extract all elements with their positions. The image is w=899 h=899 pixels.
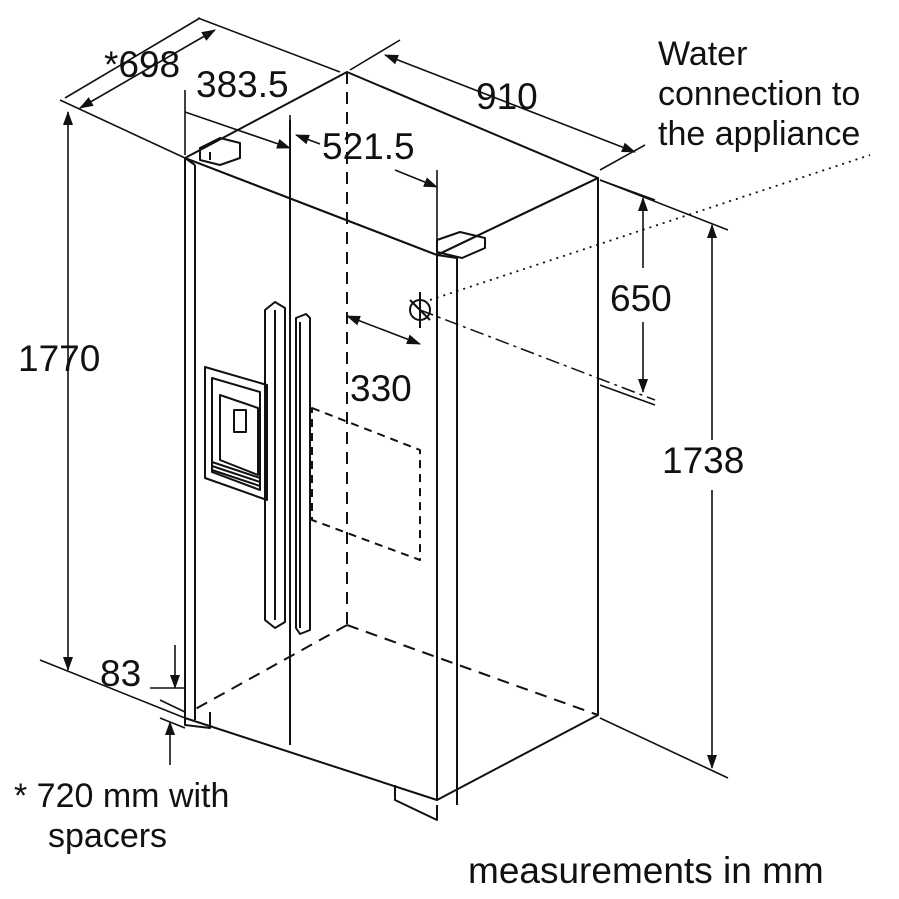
- dim-1770-label: 1770: [18, 338, 101, 379]
- dim-521-label: 521.5: [322, 126, 415, 167]
- dim-650-label: 650: [610, 278, 672, 319]
- dim-1738-label: 1738: [662, 440, 745, 481]
- water-connection-line-2: connection to: [658, 75, 861, 113]
- spacer-note-line-1: * 720 mm with: [14, 777, 230, 815]
- dim-1770-lines: [39, 99, 186, 719]
- dim-330-label: 330: [350, 368, 412, 409]
- dim-83-label: 83: [100, 653, 142, 694]
- spacer-note: * 720 mm with spacers: [14, 776, 229, 856]
- dim-521-lines: [289, 115, 438, 255]
- dim-383-lines: [184, 90, 291, 155]
- water-connection-line-1: Water: [658, 35, 748, 73]
- water-connection-leader: [429, 154, 871, 301]
- units-note: measurements in mm: [468, 850, 824, 891]
- dim-910-label: 910: [476, 76, 538, 117]
- connection-reference-line: [419, 309, 656, 401]
- dim-698-lines: [64, 17, 341, 109]
- dim-330-lines: [346, 315, 421, 345]
- dim-910-lines: [349, 39, 646, 171]
- water-connection-line-3: the appliance: [658, 115, 861, 153]
- hidden-recess-panel: [311, 407, 421, 561]
- dim-1738-lines: [599, 179, 729, 779]
- dim-83-lines: [150, 645, 186, 765]
- hidden-back-edges: [189, 72, 599, 716]
- door-handles: [264, 301, 311, 635]
- dim-698-label: *698: [104, 44, 181, 85]
- fridge-feet: [184, 712, 438, 821]
- water-connection-label: Water connection to the appliance: [658, 34, 860, 154]
- ice-water-dispenser: [204, 366, 268, 501]
- spacer-note-line-2: spacers: [48, 817, 168, 855]
- dim-383-label: 383.5: [196, 64, 289, 105]
